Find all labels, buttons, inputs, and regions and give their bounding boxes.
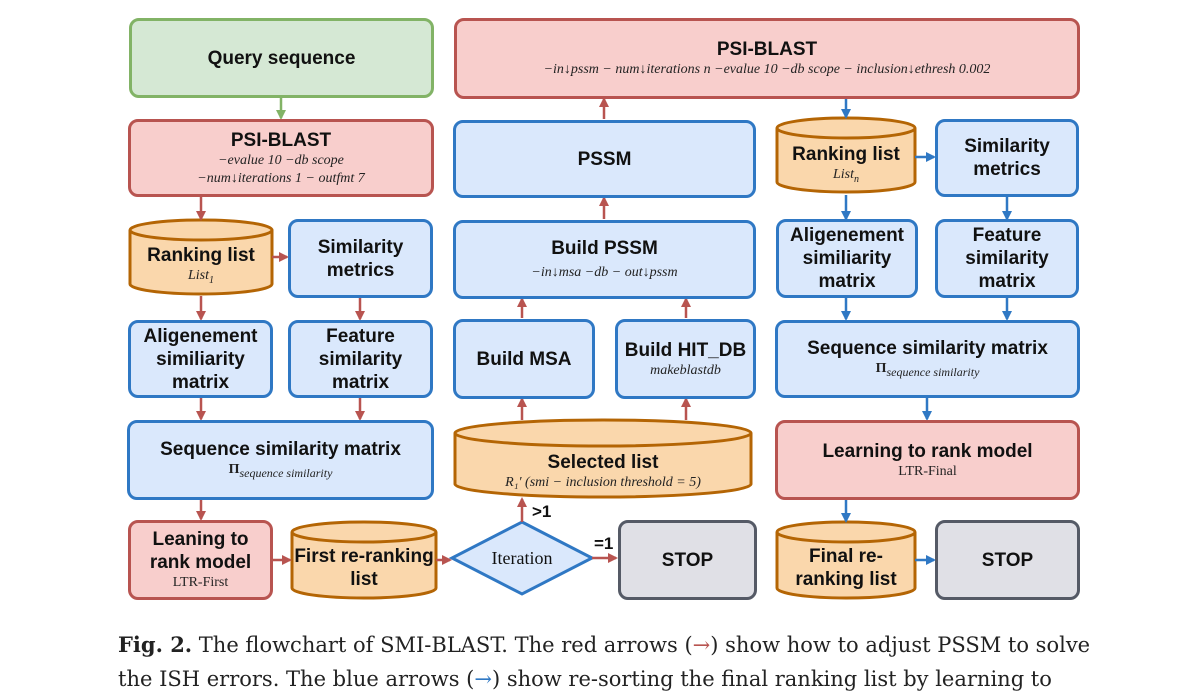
sequence-similarity-matrix-1-title: Sequence similarity matrix xyxy=(160,439,401,461)
alignment-similarity-matrix-1-label: Aligenement similiarity matrix xyxy=(143,325,258,393)
selected-list-node: Selected list R₁′ (smi − inclusion thres… xyxy=(455,448,751,494)
alignment-similarity-matrix-2-node: Aligenement similiarity matrix xyxy=(776,219,918,298)
ranking-list-n-index: n xyxy=(854,173,859,185)
psi-blast-second-title: PSI-BLAST xyxy=(716,39,818,60)
caption-fig-number: Fig. 2. xyxy=(118,632,193,657)
alignment-similarity-matrix-2-label: Aligenement similiarity matrix xyxy=(789,225,905,292)
figure-caption: Fig. 2. The flowchart of SMI-BLAST. The … xyxy=(118,628,1108,696)
feature-similarity-matrix-2-node: Feature similarity matrix xyxy=(935,219,1079,298)
stop-final-node: STOP xyxy=(935,520,1080,600)
build-pssm-node: Build PSSM −in↓msa −db − out↓pssm xyxy=(453,220,756,299)
red-arrow-glyph: → xyxy=(692,633,711,657)
ranking-list-n-node: Ranking list Listn xyxy=(777,140,915,192)
similarity-metrics-2-label: Similarity metrics xyxy=(964,136,1050,180)
ranking-list-1-symbol: List xyxy=(187,268,209,284)
ranking-list-n-title: Ranking list xyxy=(792,144,900,166)
psi-blast-first-node: PSI-BLAST −evalue 10 −db scope −num↓iter… xyxy=(128,119,434,197)
ltr-first-sub: LTR-First xyxy=(172,575,229,590)
stop-first-label: STOP xyxy=(661,549,714,571)
iteration-label: Iteration xyxy=(491,547,553,568)
caption-line-2: the ISH errors. The blue arrows (→) show… xyxy=(118,667,1052,691)
blue-arrow-glyph: → xyxy=(474,667,492,691)
edge-label-equals-one: =1 xyxy=(594,534,614,553)
build-hit-db-param: makeblastdb xyxy=(650,362,721,378)
sequence-similarity-matrix-2-title: Sequence similarity matrix xyxy=(807,338,1048,360)
stop-first-node: STOP xyxy=(618,520,757,600)
sequence-similarity-2-symbol: Π xyxy=(875,361,887,377)
stop-final-label: STOP xyxy=(981,549,1034,571)
build-msa-label: Build MSA xyxy=(476,348,572,370)
alignment-similarity-matrix-1-node: Aligenement similiarity matrix xyxy=(128,320,273,398)
ltr-final-title: Learning to rank model xyxy=(822,440,1033,462)
first-reranking-list-node: First re-ranking list xyxy=(292,544,436,592)
similarity-metrics-1-label: Similarity metrics xyxy=(317,236,404,281)
ranking-list-n-symbol: List xyxy=(832,167,854,183)
ranking-list-1-index: 1 xyxy=(209,274,214,286)
sequence-similarity-2-index: sequence similarity xyxy=(886,364,980,379)
psi-blast-second-params: −in↓pssm − num↓iterations n −evalue 10 −… xyxy=(543,62,991,77)
psi-blast-second-node: PSI-BLAST −in↓pssm − num↓iterations n −e… xyxy=(454,18,1080,99)
psi-blast-first-params-1: −evalue 10 −db scope xyxy=(218,152,344,168)
feature-similarity-matrix-1-label: Feature similarity matrix xyxy=(318,325,403,393)
pssm-node: PSSM xyxy=(453,120,756,198)
final-reranking-list-label: Final re-ranking list xyxy=(795,546,897,590)
sequence-similarity-matrix-1-node: Sequence similarity matrix Πsequence sim… xyxy=(127,420,434,500)
edge-label-greater-than-one: >1 xyxy=(532,502,552,521)
iteration-node: Iteration xyxy=(462,544,582,572)
ltr-first-node: Leaning to rank model LTR-First xyxy=(128,520,273,600)
caption-line-1: Fig. 2. The flowchart of SMI-BLAST. The … xyxy=(118,632,1091,657)
build-pssm-title: Build PSSM xyxy=(551,238,658,259)
ltr-final-node: Learning to rank model LTR-Final xyxy=(775,420,1080,500)
first-reranking-list-label: First re-ranking list xyxy=(294,546,434,590)
build-hit-db-title: Build HIT_DB xyxy=(624,339,747,361)
ranking-list-n-cylinder xyxy=(775,116,917,194)
pssm-label: PSSM xyxy=(577,148,632,170)
first-reranking-list-cylinder xyxy=(290,520,438,600)
query-sequence-node: Query sequence xyxy=(129,18,434,98)
build-msa-node: Build MSA xyxy=(453,319,595,399)
final-reranking-list-node: Final re-ranking list xyxy=(777,544,915,592)
similarity-metrics-2-node: Similarity metrics xyxy=(935,119,1079,197)
flowchart-connectors xyxy=(128,97,1012,600)
build-hit-db-node: Build HIT_DB makeblastdb xyxy=(615,319,756,399)
ranking-list-1-title: Ranking list xyxy=(147,245,255,267)
psi-blast-first-params-2: −num↓iterations 1 − outfmt 7 xyxy=(197,170,365,186)
psi-blast-first-title: PSI-BLAST xyxy=(230,129,332,151)
final-reranking-list-cylinder xyxy=(775,520,917,600)
selected-list-cylinder xyxy=(453,418,753,499)
build-pssm-params: −in↓msa −db − out↓pssm xyxy=(531,265,678,280)
selected-list-param: R₁′ (smi − inclusion threshold = 5) xyxy=(505,474,701,490)
sequence-similarity-1-symbol: Π xyxy=(228,462,240,478)
iteration-diamond xyxy=(448,520,596,596)
sequence-similarity-matrix-2-node: Sequence similarity matrix Πsequence sim… xyxy=(775,320,1080,398)
sequence-similarity-1-index: sequence similarity xyxy=(239,465,333,480)
feature-similarity-matrix-1-node: Feature similarity matrix xyxy=(288,320,433,398)
ltr-first-title: Leaning to rank model xyxy=(149,529,252,573)
query-sequence-label: Query sequence xyxy=(207,47,356,69)
feature-similarity-matrix-2-label: Feature similarity matrix xyxy=(965,225,1049,292)
similarity-metrics-1-node: Similarity metrics xyxy=(288,219,433,298)
ltr-final-sub: LTR-Final xyxy=(898,463,957,479)
selected-list-title: Selected list xyxy=(547,451,659,473)
ranking-list-1-node: Ranking list List1 xyxy=(130,242,272,292)
